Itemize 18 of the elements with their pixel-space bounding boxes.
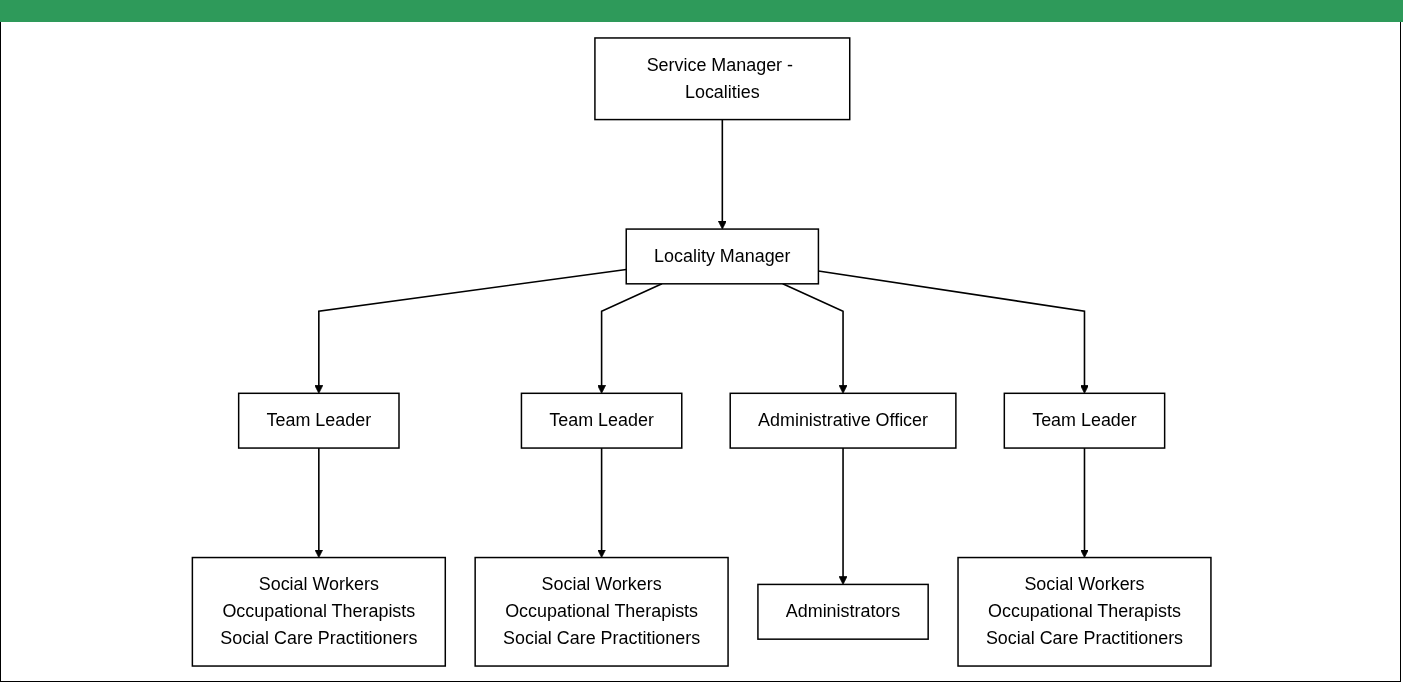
arrow xyxy=(838,447,848,585)
node-box: Team Leader xyxy=(237,392,400,449)
node-box: Locality Manager xyxy=(625,228,819,285)
arrow xyxy=(314,447,324,558)
arrow xyxy=(314,268,627,394)
arrow xyxy=(597,283,663,394)
node-box: Service Manager - Localities xyxy=(594,37,851,121)
arrow xyxy=(597,447,606,558)
arrow xyxy=(781,283,848,394)
node-box: Social Workers Occupational Therapists Social Care Practitioners xyxy=(957,556,1212,667)
node-box: Team Leader xyxy=(1003,392,1166,449)
arrow xyxy=(1079,447,1089,558)
node-box: Administrators xyxy=(757,583,929,640)
node-box: Team Leader xyxy=(520,392,683,449)
node-box: Social Workers Occupational Therapists Social Care Practitioners xyxy=(191,556,446,667)
node-box: Social Workers Occupational Therapists Social Care Practitioners xyxy=(474,556,729,667)
node-box: Administrative Officer xyxy=(729,392,957,449)
arrow xyxy=(717,118,727,230)
